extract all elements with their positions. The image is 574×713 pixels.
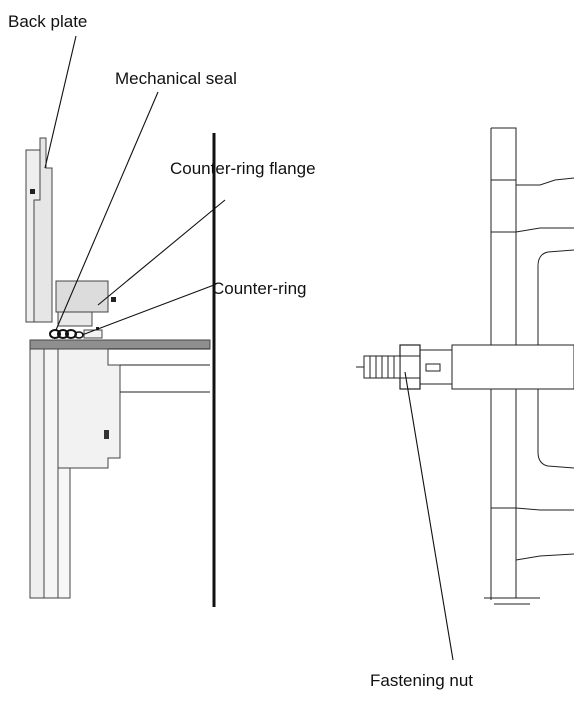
right-flange-contour-top xyxy=(515,227,574,233)
leader-back-plate xyxy=(44,35,77,169)
stud-threads xyxy=(369,356,395,378)
back-plate-bolt xyxy=(30,189,35,194)
right-flange-outline xyxy=(491,127,574,186)
impeller-body xyxy=(57,348,121,469)
right-flange-contour-bottom xyxy=(515,507,574,511)
back-plate-edge xyxy=(25,149,41,323)
leader-counter-ring-flange xyxy=(97,199,226,306)
leader-mechanical-seal xyxy=(55,91,159,331)
left-section-view xyxy=(25,133,216,607)
right-flange-bottom-hatch xyxy=(490,507,517,599)
label-counter-ring-flange: Counter-ring flange xyxy=(170,159,316,178)
right-flange-bottom-step xyxy=(515,553,574,561)
label-counter-ring: Counter-ring xyxy=(212,279,307,298)
counter-ring-dot xyxy=(96,327,99,330)
flange-bolt xyxy=(111,297,116,302)
leader-fastening-nut xyxy=(404,371,454,661)
right-shaft xyxy=(451,344,574,390)
right-section-view xyxy=(356,127,574,605)
label-back-plate: Back plate xyxy=(8,12,87,31)
hub-bolt xyxy=(104,430,109,439)
flange-step xyxy=(57,311,93,327)
shaft xyxy=(29,339,211,350)
right-flange-top-hatch xyxy=(490,179,517,233)
lower-plate xyxy=(57,467,71,599)
leader-lines xyxy=(44,35,454,661)
right-shaft-keyway xyxy=(425,363,441,372)
counter-ring-flange-block xyxy=(55,280,109,313)
lower-hub-inner xyxy=(43,348,59,599)
lower-hub xyxy=(29,348,45,599)
fastening-nut xyxy=(399,344,421,390)
mechanical-seal-coil xyxy=(49,329,84,339)
leader-counter-ring xyxy=(81,284,215,336)
label-fastening-nut: Fastening nut xyxy=(370,671,473,690)
label-mechanical-seal: Mechanical seal xyxy=(115,69,237,88)
